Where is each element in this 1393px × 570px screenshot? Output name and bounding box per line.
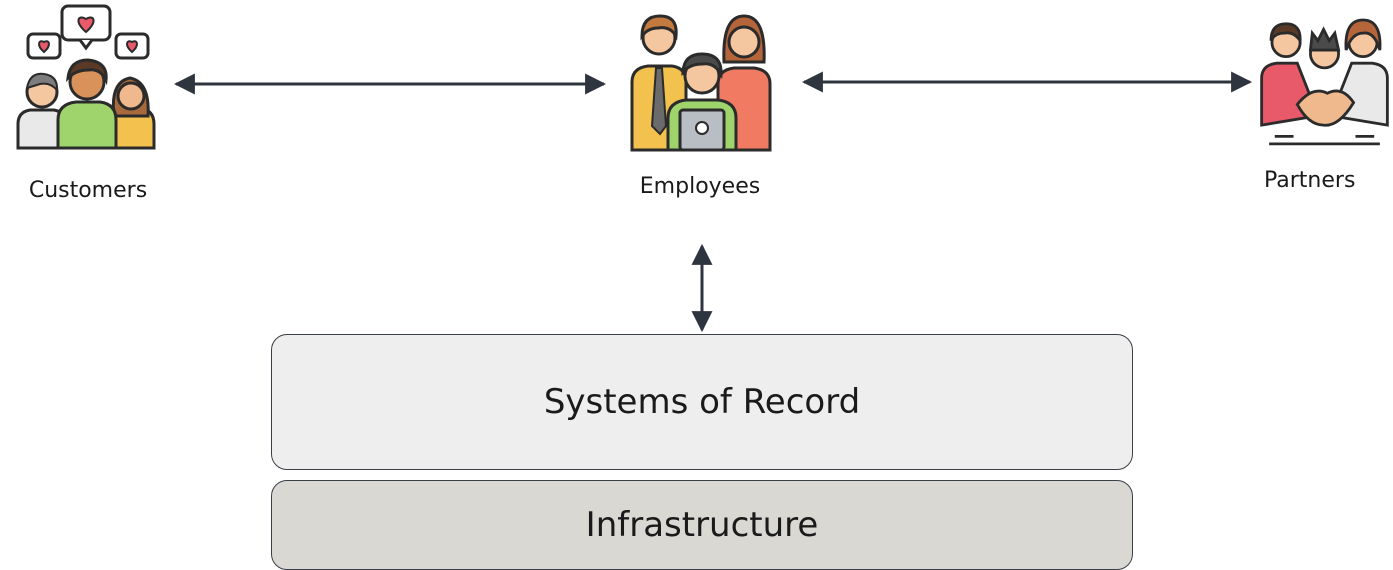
customers-label: Customers xyxy=(28,178,148,203)
partners-label: Partners xyxy=(1264,168,1356,193)
infrastructure-label: Infrastructure xyxy=(585,505,819,545)
employees-icon xyxy=(630,14,772,152)
partners-handshake-icon xyxy=(1260,18,1389,146)
systems-of-record-block: Systems of Record xyxy=(271,334,1133,470)
infrastructure-block: Infrastructure xyxy=(271,480,1133,570)
employees-label: Employees xyxy=(639,174,761,199)
systems-of-record-label: Systems of Record xyxy=(543,382,861,422)
customers-icon xyxy=(16,4,156,150)
